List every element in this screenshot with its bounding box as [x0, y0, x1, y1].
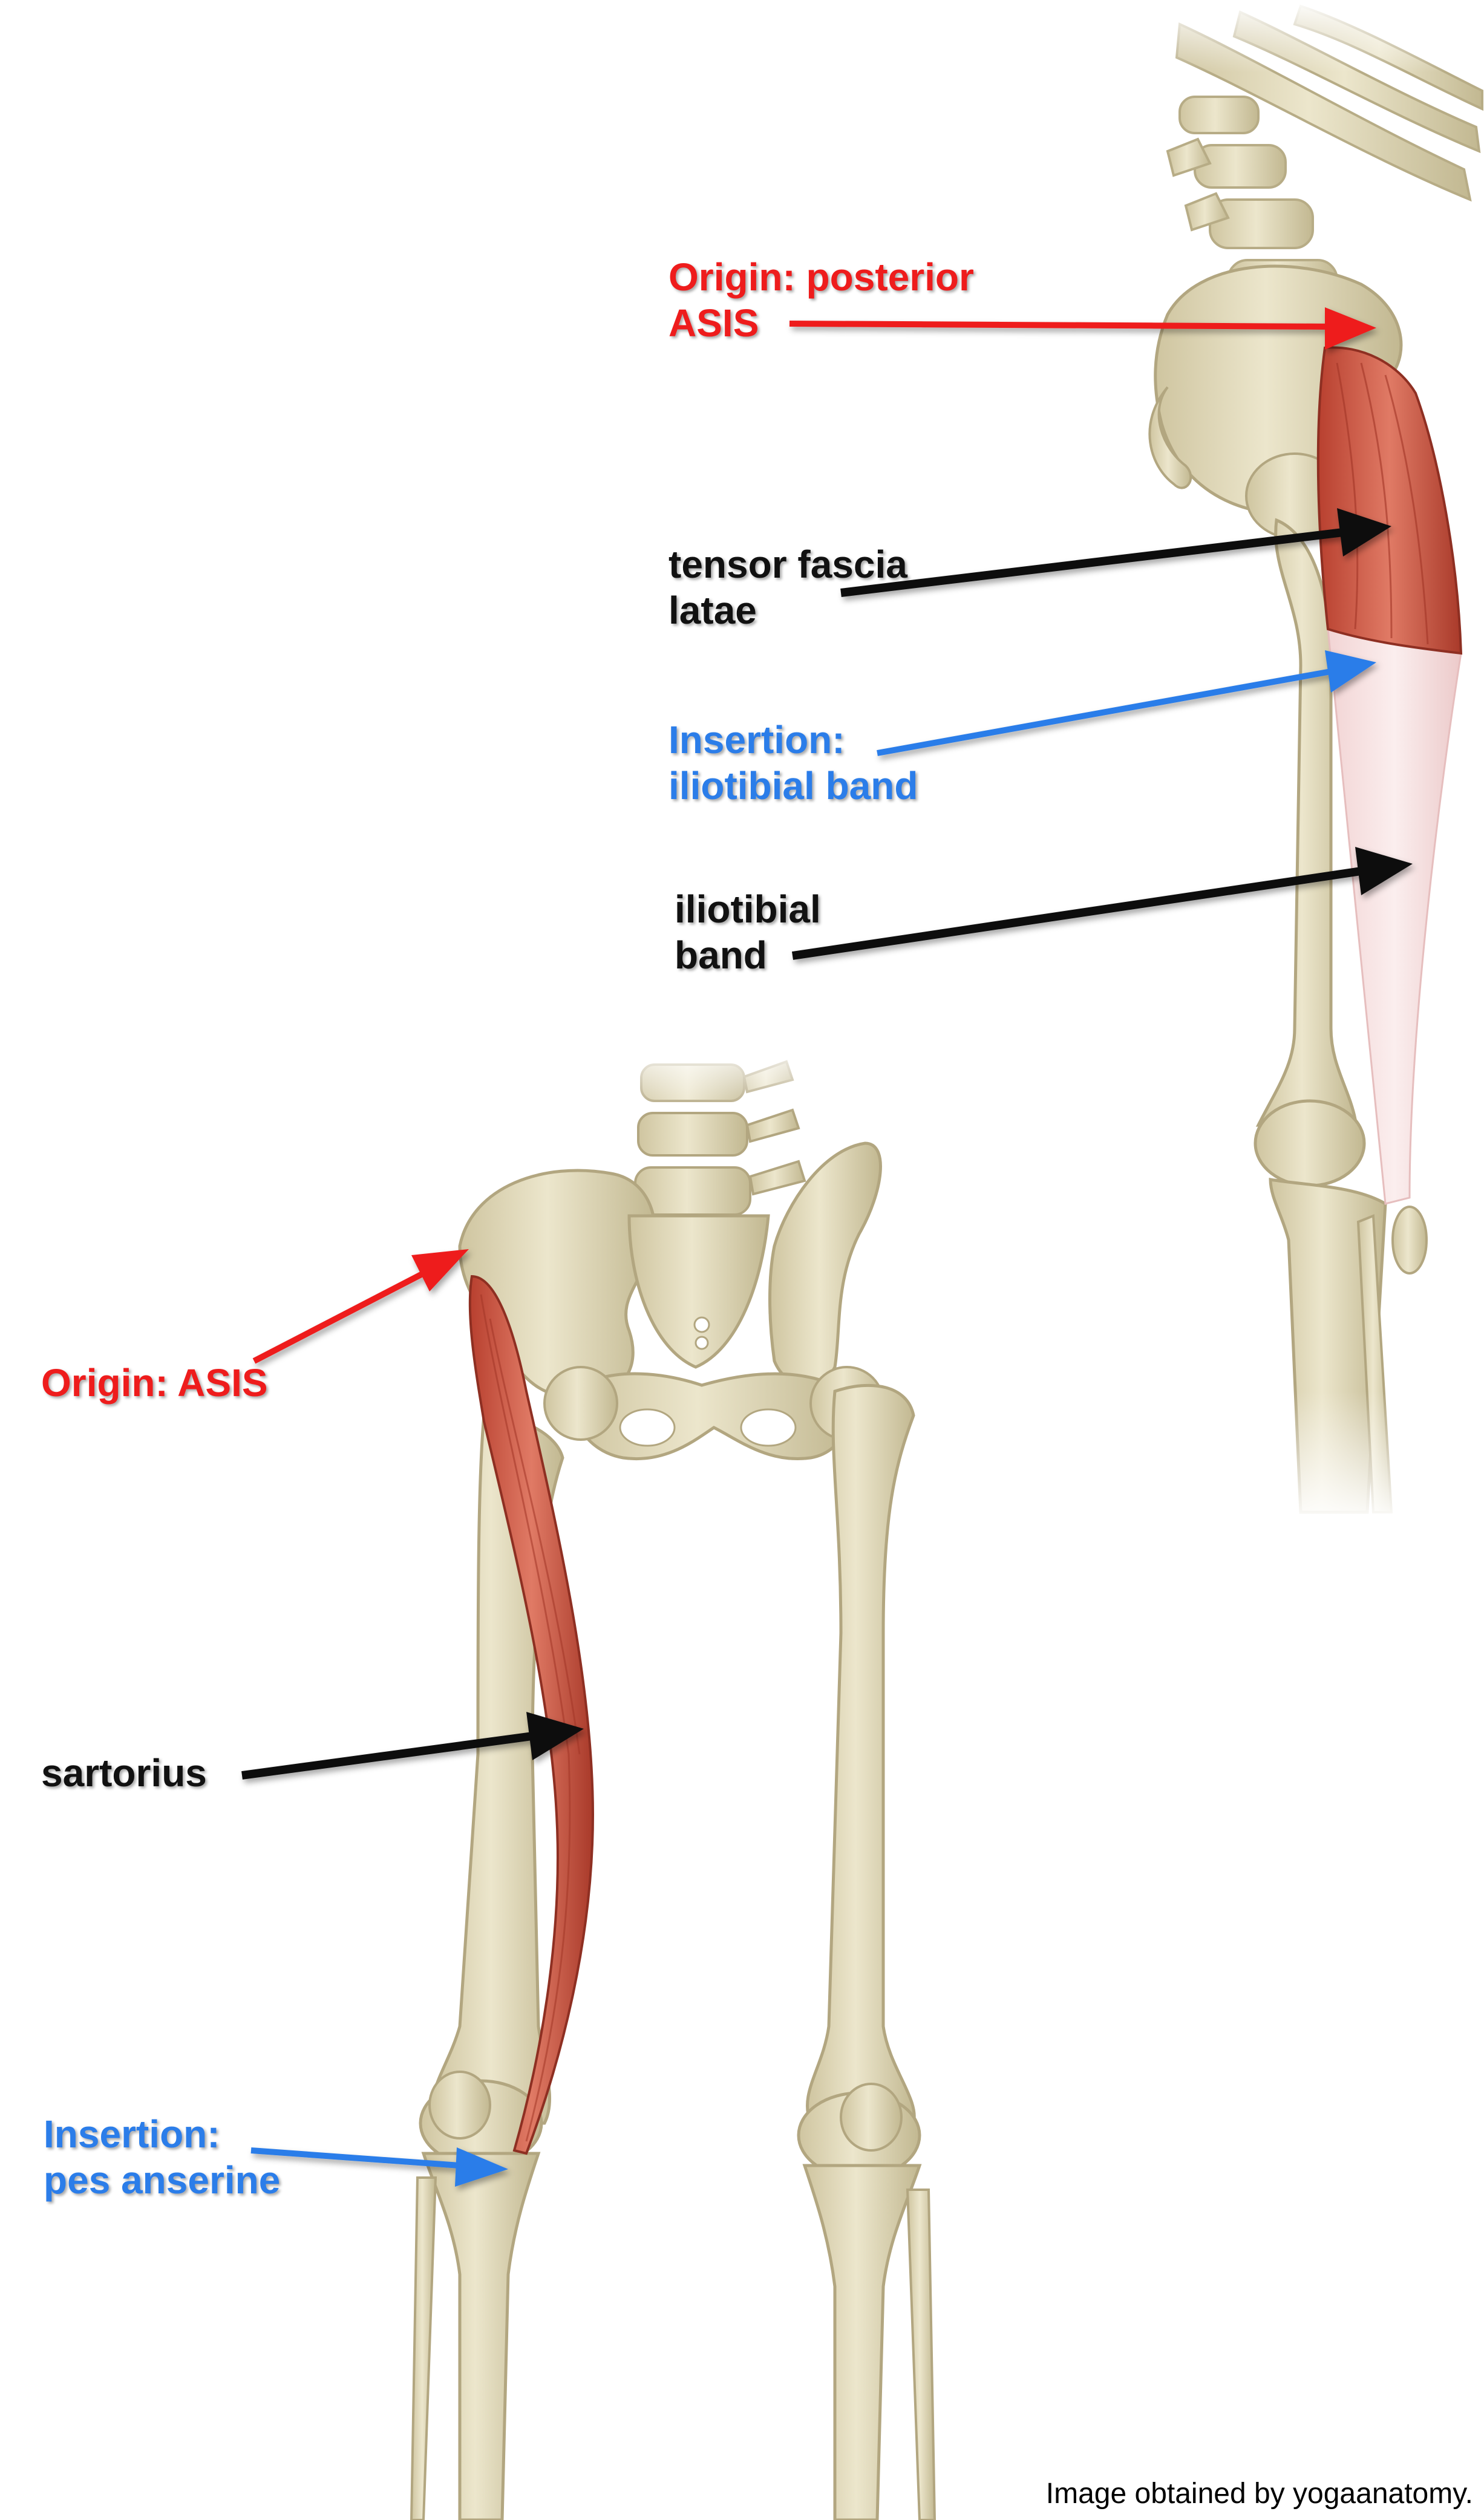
- tfl-insertion-line-2: iliotibial band: [668, 763, 918, 809]
- right-femoral-head: [544, 1367, 617, 1440]
- tfl-insertion-line-1: Insertion:: [668, 717, 918, 763]
- sart-insertion-label: Insertion: pes anserine: [44, 2111, 280, 2203]
- itb-line-1: iliotibial: [675, 886, 821, 932]
- tfl-muscle-line-2: latae: [668, 587, 907, 633]
- left-patella: [841, 2084, 901, 2150]
- anterior-pelvis-figure: [411, 1040, 935, 2520]
- left-tibia: [805, 2166, 920, 2520]
- lateral-leg-figure: [1137, 0, 1484, 1524]
- sart-origin-line-1: Origin: ASIS: [41, 1360, 268, 1406]
- right-fibula: [411, 2178, 436, 2520]
- image-credit: Image obtained by yogaanatomy.: [1046, 2477, 1473, 2510]
- sart-muscle-line-1: sartorius: [41, 1750, 207, 1796]
- left-fibula: [907, 2190, 935, 2520]
- itb-label: iliotibial band: [675, 886, 821, 978]
- tfl-origin-line-1: Origin: posterior: [668, 254, 974, 300]
- sart-insertion-line-2: pes anserine: [44, 2157, 280, 2203]
- left-femur: [807, 1385, 914, 2123]
- tfl-origin-line-2: ASIS: [668, 300, 974, 346]
- tfl-insertion-label: Insertion: iliotibial band: [668, 717, 918, 809]
- sart-muscle-label: sartorius: [41, 1750, 207, 1796]
- itb-line-2: band: [675, 932, 821, 978]
- right-patella: [430, 2072, 490, 2138]
- knee-lateral: [1255, 1101, 1364, 1186]
- right-tibia: [423, 2153, 538, 2520]
- sart-origin-label: Origin: ASIS: [41, 1360, 268, 1406]
- sart-insertion-line-1: Insertion:: [44, 2111, 280, 2157]
- tfl-muscle-label: tensor fascia latae: [668, 541, 907, 633]
- tfl-muscle-line-1: tensor fascia: [668, 541, 907, 587]
- tfl-origin-label: Origin: posterior ASIS: [668, 254, 974, 346]
- arrow-sart-origin: [254, 1249, 469, 1361]
- arrow-sart-insertion: [251, 2147, 508, 2187]
- patella-lateral: [1393, 1207, 1427, 1273]
